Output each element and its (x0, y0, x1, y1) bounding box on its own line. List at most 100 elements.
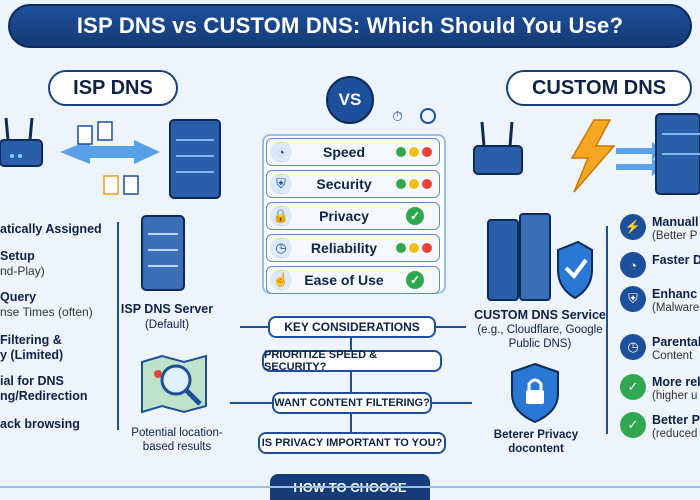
isp-dns-heading-text: ISP DNS (73, 76, 153, 99)
lightning-icon (570, 119, 616, 193)
custom-item-title: More rel (652, 375, 700, 389)
custom-item-title: Manuall (652, 215, 699, 229)
custom-dns-heading: CUSTOM DNS (506, 70, 692, 106)
comparison-label: Speed (322, 144, 365, 160)
rating-dot (422, 179, 432, 189)
rating-dot (409, 147, 419, 157)
isp-network-illustration (0, 117, 221, 199)
custom-service-sub: (e.g., Cloudflare, Google Public DNS) (477, 324, 603, 350)
isp-item-1: atically Assigned (0, 222, 112, 237)
vs-badge: VS (326, 76, 374, 124)
step-2-left-arrow (230, 402, 272, 404)
data-arrows (60, 140, 160, 164)
custom-item-sub: (reduced optional like DoH/ (652, 428, 700, 440)
speedometer-icon: ◔ (620, 252, 646, 278)
key-considerations-label: KEY CONSIDERATIONS (284, 320, 420, 334)
custom-item-title: Parental (652, 335, 700, 349)
isp-item-4-sub: y (Limited) (0, 348, 64, 362)
shield-icon: ⛨ (620, 286, 646, 312)
custom-dns-heading-text: CUSTOM DNS (531, 76, 667, 99)
isp-item-6-title: ack browsing (0, 417, 80, 431)
rating-dot (409, 243, 419, 253)
right-bracket-line (606, 226, 608, 434)
custom-item-sub: Content (652, 350, 693, 362)
step-1-label: PRIORITIZE SPEED & SECURITY? (264, 349, 378, 373)
comparison-label: Ease of Use (304, 272, 384, 288)
map-magnifier-icon (141, 354, 207, 414)
custom-router-icon (473, 121, 523, 175)
shield-icon: ⛨ (270, 173, 292, 195)
step-2-box: WANT CONTENT FILTERING? (272, 392, 432, 414)
title-banner: ISP DNS vs CUSTOM DNS: Which Should You … (8, 4, 692, 48)
custom-item-2: Faster D (652, 253, 700, 267)
page-title: ISP DNS vs CUSTOM DNS: Which Should You … (76, 13, 624, 38)
document-icons (77, 121, 139, 195)
isp-item-5-title: ial for DNS (0, 374, 64, 388)
privacy-note: Beterer Privacy docontent (493, 429, 579, 455)
custom-server-top-icon (655, 113, 700, 195)
check-icon: ✓ (406, 207, 424, 225)
isp-item-4: Filtering &y (Limited) (0, 333, 112, 363)
isp-item-3-sub: nse Times (often) (0, 305, 93, 319)
custom-item-3: Enhanc(Malware Botnet pr (652, 287, 700, 315)
custom-item-sub: (Malware Botnet pr (652, 302, 700, 314)
isp-item-4-title: Filtering & (0, 333, 62, 347)
rating-dots (396, 243, 432, 253)
rating-dot (422, 243, 432, 253)
clock-icon: ◷ (620, 334, 646, 360)
key-considerations-box: KEY CONSIDERATIONS (268, 316, 436, 338)
hand-pointer-icon: ☝ (270, 269, 292, 291)
step-2-label: WANT CONTENT FILTERING? (274, 397, 430, 409)
vs-text: VS (338, 90, 362, 109)
comparison-label: Reliability (310, 240, 378, 256)
isp-item-5-sub: ng/Redirection (0, 389, 88, 403)
isp-item-2-title: Setup (0, 249, 35, 263)
isp-server-label: ISP DNS Server (120, 302, 214, 316)
left-bracket-line (117, 222, 119, 430)
comparison-row-0: ◔ Speed (266, 138, 440, 166)
comparison-label: Privacy (319, 208, 369, 224)
step-3-label: IS PRIVACY IMPORTANT TO YOU? (261, 437, 443, 449)
rating-dot (396, 243, 406, 253)
custom-item-6: Better P(reduced optional like DoH/ (652, 413, 700, 441)
isp-item-2-sub: nd-Play) (0, 264, 45, 278)
comparison-row-2: 🔒 Privacy ✓ (266, 202, 440, 230)
custom-item-title: Better P (652, 413, 700, 427)
comparison-row-1: ⛨ Security (266, 170, 440, 198)
custom-service-label: CUSTOM DNS Service (474, 308, 606, 322)
stopwatch-icon: ⏱ (392, 108, 403, 124)
isp-server-sub: (Default) (144, 319, 190, 331)
globe-icon (420, 108, 436, 124)
clock-icon: ◷ (270, 237, 292, 259)
custom-item-sub: (Better P (652, 230, 698, 242)
comparison-row-3: ◷ Reliability (266, 234, 440, 262)
considerations-connector-left (240, 326, 268, 328)
rating-dots (396, 179, 432, 189)
considerations-connector-right (436, 326, 466, 328)
isp-item-6: ack browsing (0, 417, 112, 432)
rating-dot (396, 179, 406, 189)
check-icon: ✓ (620, 374, 646, 400)
step-3-box: IS PRIVACY IMPORTANT TO YOU? (258, 432, 446, 454)
custom-network-illustration (473, 113, 700, 195)
rating-dot (396, 147, 406, 157)
step-1-box: PRIORITIZE SPEED & SECURITY? (262, 349, 442, 373)
isp-dns-heading: ISP DNS (48, 70, 178, 106)
footer-divider (0, 486, 700, 488)
lightning-icon: ⚡ (620, 214, 646, 240)
lock-icon: 🔒 (270, 205, 292, 227)
custom-item-1: Manuall(Better P (652, 215, 700, 243)
isp-dns-server-icon (141, 215, 185, 291)
comparison-label: Security (316, 176, 372, 192)
custom-item-title: Faster D (652, 253, 700, 267)
speedometer-icon: ◔ (270, 141, 292, 163)
isp-item-3-title: Query (0, 290, 37, 304)
isp-server-top-icon (169, 119, 221, 199)
custom-item-title: Enhanc (652, 287, 698, 301)
check-icon: ✓ (620, 412, 646, 438)
rating-dot (409, 179, 419, 189)
